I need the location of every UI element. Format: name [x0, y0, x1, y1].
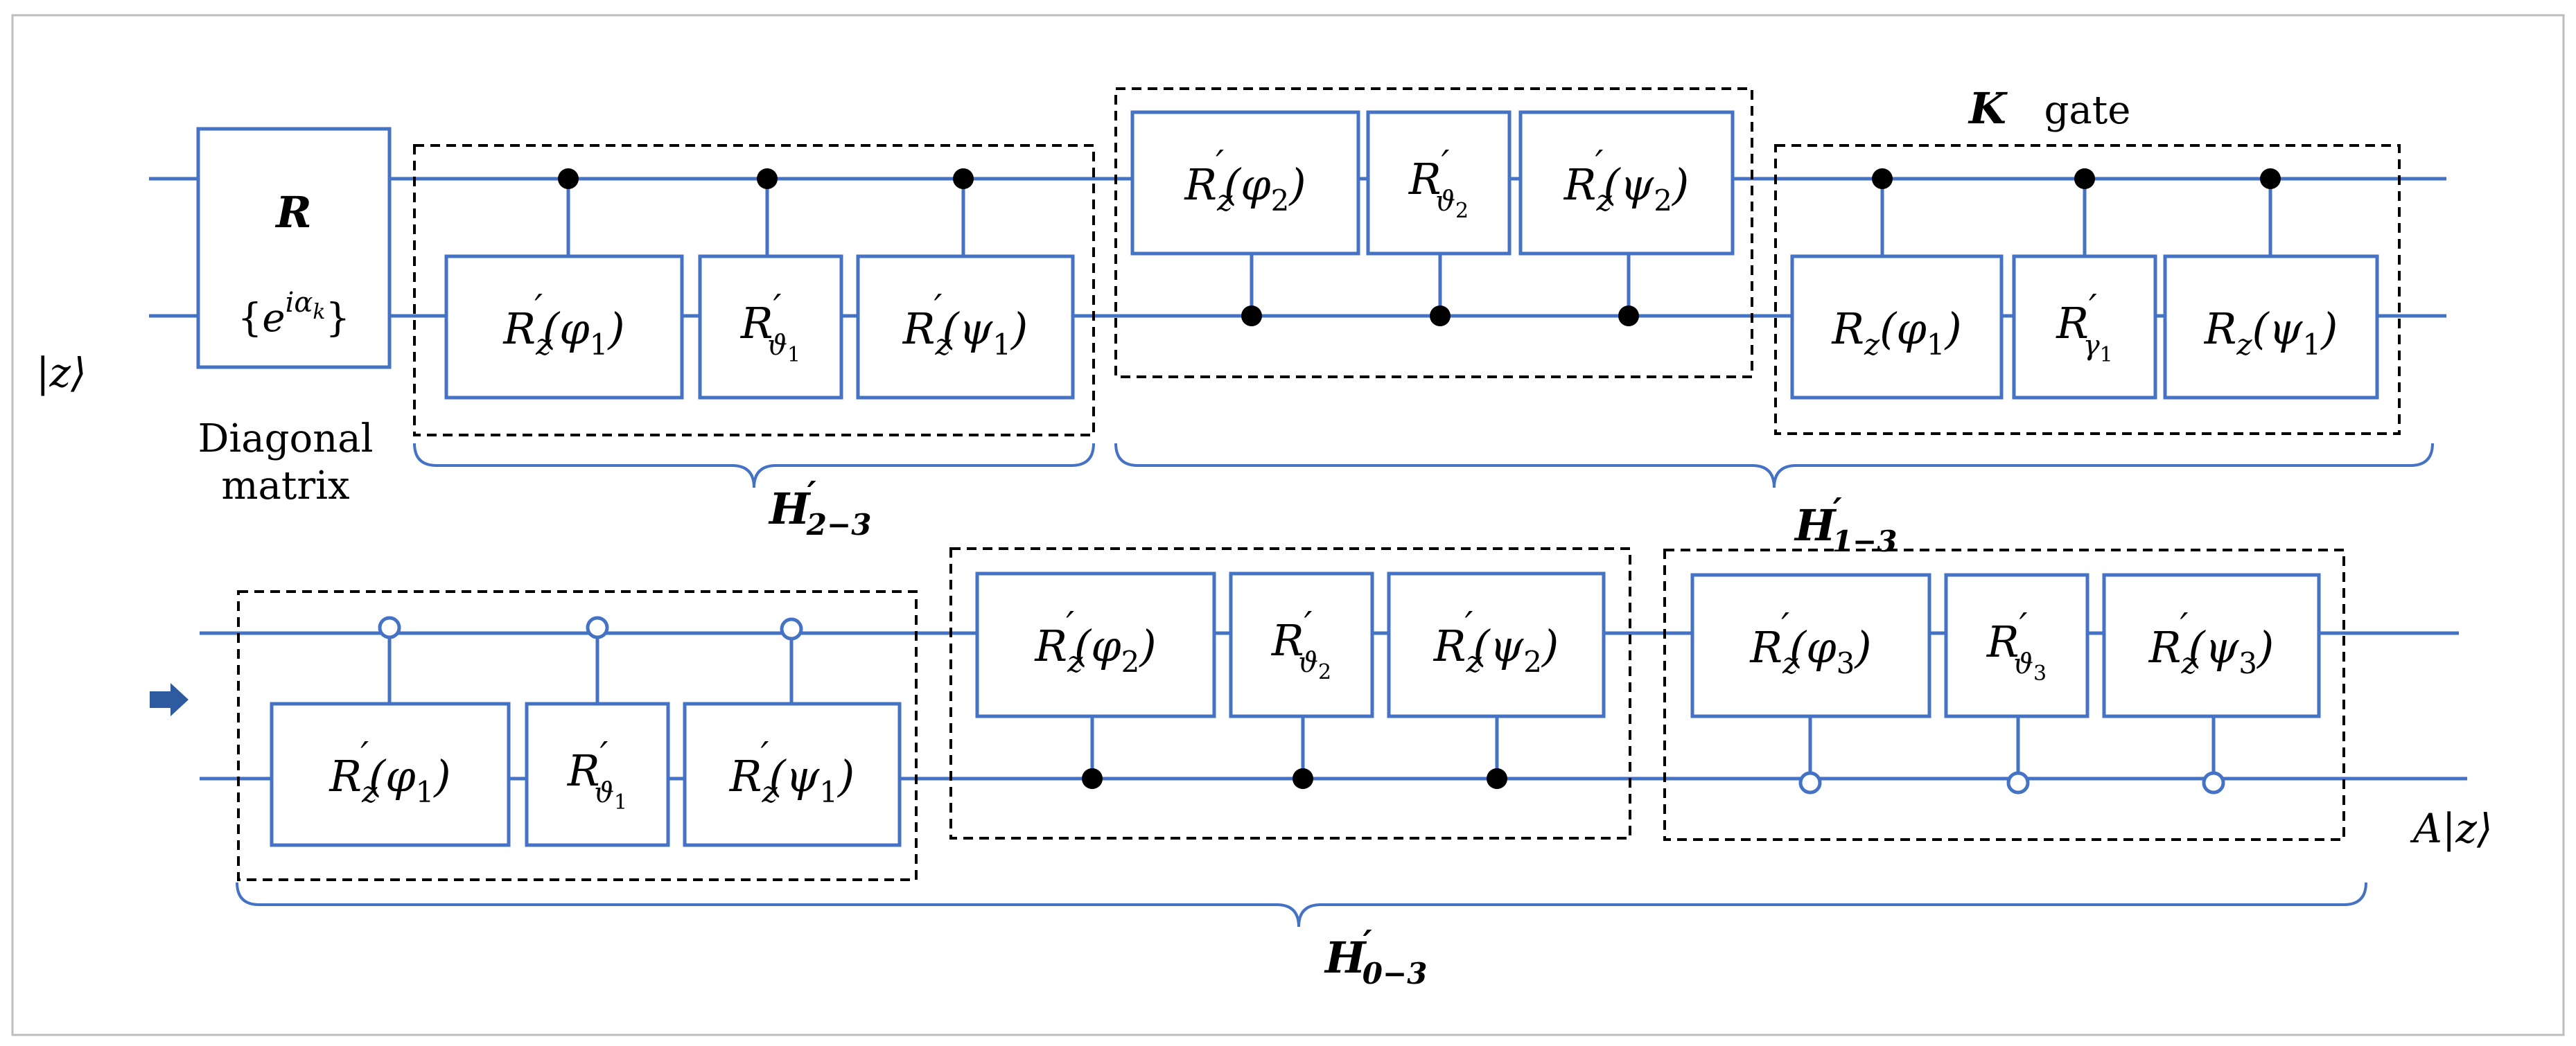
control-dot-filled	[1487, 768, 1507, 789]
h13-label: H′1−3	[1794, 490, 1897, 558]
control-dot-filled	[1618, 305, 1639, 326]
control-dot-open	[2006, 771, 2030, 795]
gate-rz-psi2-r2	[1387, 571, 1606, 718]
gate-rz-phi2-r2	[975, 571, 1216, 718]
output-state-label: A|z⟩	[2410, 805, 2493, 852]
r-caption-line1: Diagonal	[198, 416, 373, 461]
row1-group3-dashed-box	[1774, 144, 2401, 435]
h03-label: H′0−3	[1324, 922, 1427, 991]
gate-rz-phi3	[1690, 573, 1931, 718]
gate-r-theta2	[1366, 110, 1512, 256]
gate-r-theta3	[1944, 573, 2089, 718]
gate-r-theta1-r2	[525, 702, 670, 847]
control-dot-filled	[2260, 168, 2281, 189]
gate-rz-psi1-r2	[683, 702, 902, 847]
gate-rz-phi2	[1130, 110, 1360, 256]
control-dot-filled	[558, 168, 579, 189]
control-dot-filled	[1241, 305, 1262, 326]
brace-h23	[413, 443, 1095, 488]
gate-rz-phi1	[444, 254, 684, 400]
row2-group2-dashed-box	[949, 547, 1631, 840]
h23-label: H′2−3	[768, 473, 871, 542]
control-dot-filled	[2074, 168, 2095, 189]
arrow-right-icon	[150, 683, 189, 716]
control-dot-open	[2202, 771, 2225, 795]
control-dot-open	[1798, 771, 1822, 795]
control-dot-filled	[757, 168, 778, 189]
control-dot-open	[586, 616, 609, 639]
row2-group3-dashed-box	[1663, 549, 2345, 841]
control-dot-filled	[1082, 768, 1103, 789]
control-dot-filled	[1430, 305, 1451, 326]
r-caption-line2: matrix	[221, 463, 349, 508]
gate-r-theta1	[698, 254, 843, 400]
r-block-title: R	[274, 187, 312, 238]
control-dot-filled	[1872, 168, 1893, 189]
gate-r-theta2-r2	[1229, 571, 1374, 718]
k-gate-letter: K	[1968, 83, 2008, 134]
gate-label: Rz(ψ1)	[2204, 303, 2338, 362]
gate-rz-psi1-k	[2163, 254, 2379, 400]
gate-rz-phi1-k	[1790, 254, 2004, 400]
gate-rz-psi2	[1518, 110, 1735, 256]
gate-r-gamma1	[2012, 254, 2157, 400]
gate-rz-psi3	[2102, 573, 2321, 718]
control-dot-open	[378, 616, 401, 639]
gate-rz-psi1	[856, 254, 1075, 400]
figure-frame	[11, 14, 2565, 1036]
control-dot-filled	[1293, 768, 1313, 789]
row2-group1-dashed-box	[237, 590, 918, 881]
input-state-label: |z⟩	[36, 349, 87, 396]
row1-group1-dashed-box	[413, 144, 1095, 436]
k-gate-word: gate	[2044, 88, 2131, 133]
gate-rz-phi1-r2	[270, 702, 511, 847]
brace-h03	[236, 882, 2367, 928]
brace-h13	[1114, 443, 2434, 488]
r-diagonal-block: R {eiαk}	[196, 127, 392, 369]
control-dot-filled	[953, 168, 974, 189]
control-dot-open	[780, 617, 803, 641]
